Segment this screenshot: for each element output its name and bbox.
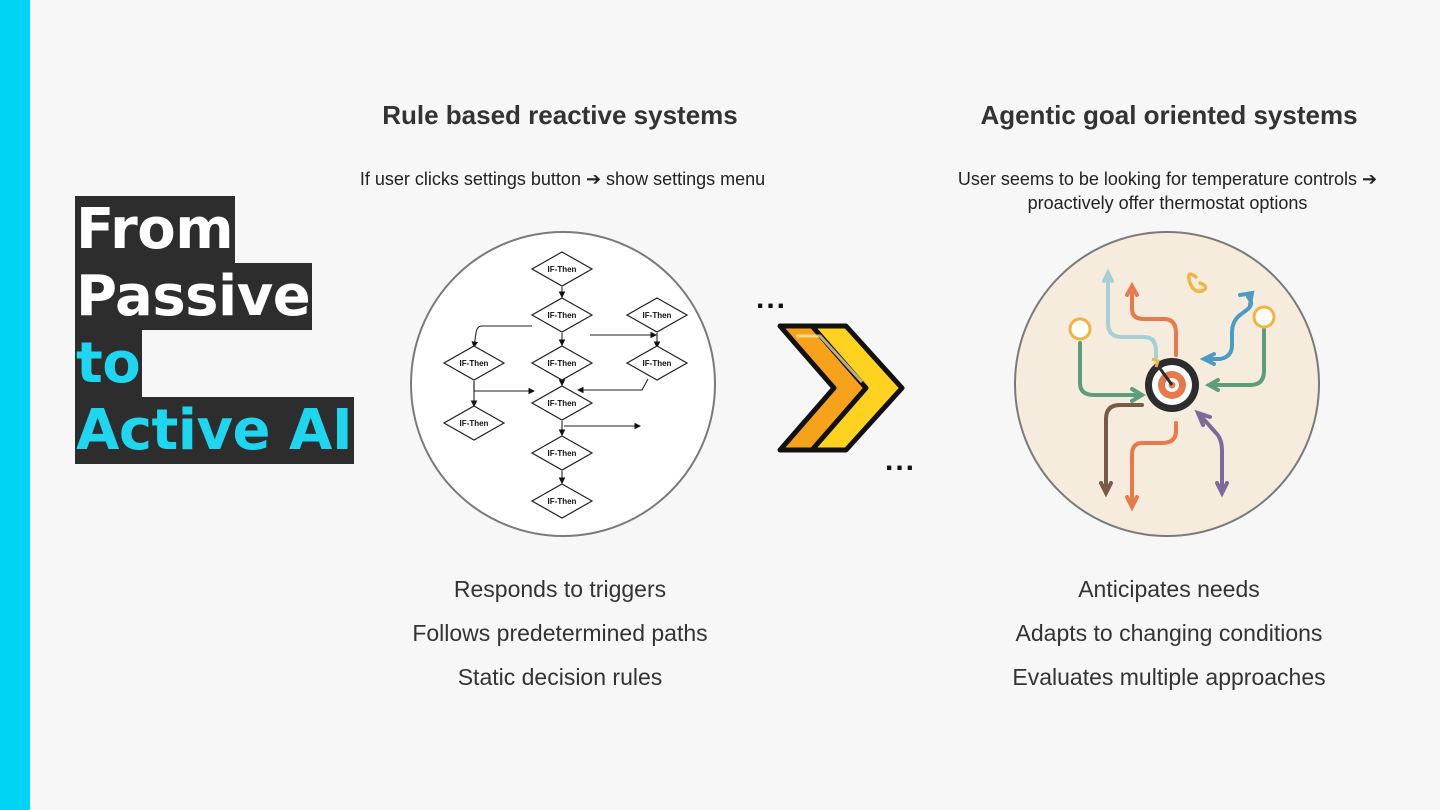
decision-node-label: IF-Then [643, 311, 672, 320]
target-icon [1145, 357, 1199, 412]
title-line-4: Active AI [75, 397, 355, 464]
decision-node-label: IF-Then [548, 359, 577, 368]
decision-node-label: IF-Then [548, 497, 577, 506]
left-bullets: Responds to triggers Follows predetermin… [340, 567, 780, 699]
ellipsis-top: ... [756, 282, 788, 315]
left-bullet-1: Responds to triggers [453, 576, 667, 602]
decision-node: IF-Then [442, 345, 506, 381]
decision-node: IF-Then [625, 345, 689, 381]
decision-node-label: IF-Then [460, 419, 489, 428]
double-chevron-right-icon [777, 323, 905, 453]
right-example-line-2: proactively offer thermostat options [1027, 193, 1308, 213]
decision-node-label: IF-Then [548, 311, 577, 320]
decision-node: IF-Then [530, 435, 594, 471]
flowchart-connectors [470, 287, 661, 485]
goal-circle [1014, 231, 1320, 537]
accent-bar [0, 0, 30, 810]
decision-node-label: IF-Then [548, 449, 577, 458]
right-bullet-2: Adapts to changing conditions [1015, 620, 1323, 646]
ellipsis-bottom: ... [885, 444, 917, 477]
decision-node: IF-Then [530, 345, 594, 381]
left-heading: Rule based reactive systems [382, 100, 738, 130]
left-bullet-2: Follows predetermined paths [412, 620, 708, 646]
decision-node: IF-Then [530, 297, 594, 333]
goal-diagram [1068, 268, 1276, 512]
slide-title: From Passive to Active AI [75, 196, 355, 464]
right-bullet-3: Evaluates multiple approaches [1012, 664, 1326, 690]
decision-node-label: IF-Then [460, 359, 489, 368]
right-example-line-1: User seems to be looking for temperature… [957, 169, 1378, 189]
decision-node: IF-Then [625, 297, 689, 333]
decision-node: IF-Then [530, 385, 594, 421]
decision-node-label: IF-Then [548, 399, 577, 408]
right-bullets: Anticipates needs Adapts to changing con… [950, 567, 1388, 699]
right-example: User seems to be looking for temperature… [905, 167, 1430, 215]
title-line-2: Passive [75, 263, 313, 330]
title-line-3: to [75, 330, 143, 397]
decision-node: IF-Then [530, 483, 594, 519]
decision-node-label: IF-Then [548, 265, 577, 274]
decision-node: IF-Then [530, 251, 594, 287]
right-heading: Agentic goal oriented systems [980, 100, 1358, 130]
left-bullet-3: Static decision rules [457, 664, 663, 690]
left-example: If user clicks settings button ➔ show se… [359, 169, 766, 189]
decision-node-label: IF-Then [643, 359, 672, 368]
right-bullet-1: Anticipates needs [1078, 576, 1260, 602]
decision-node: IF-Then [442, 405, 506, 441]
title-line-1: From [75, 196, 236, 263]
